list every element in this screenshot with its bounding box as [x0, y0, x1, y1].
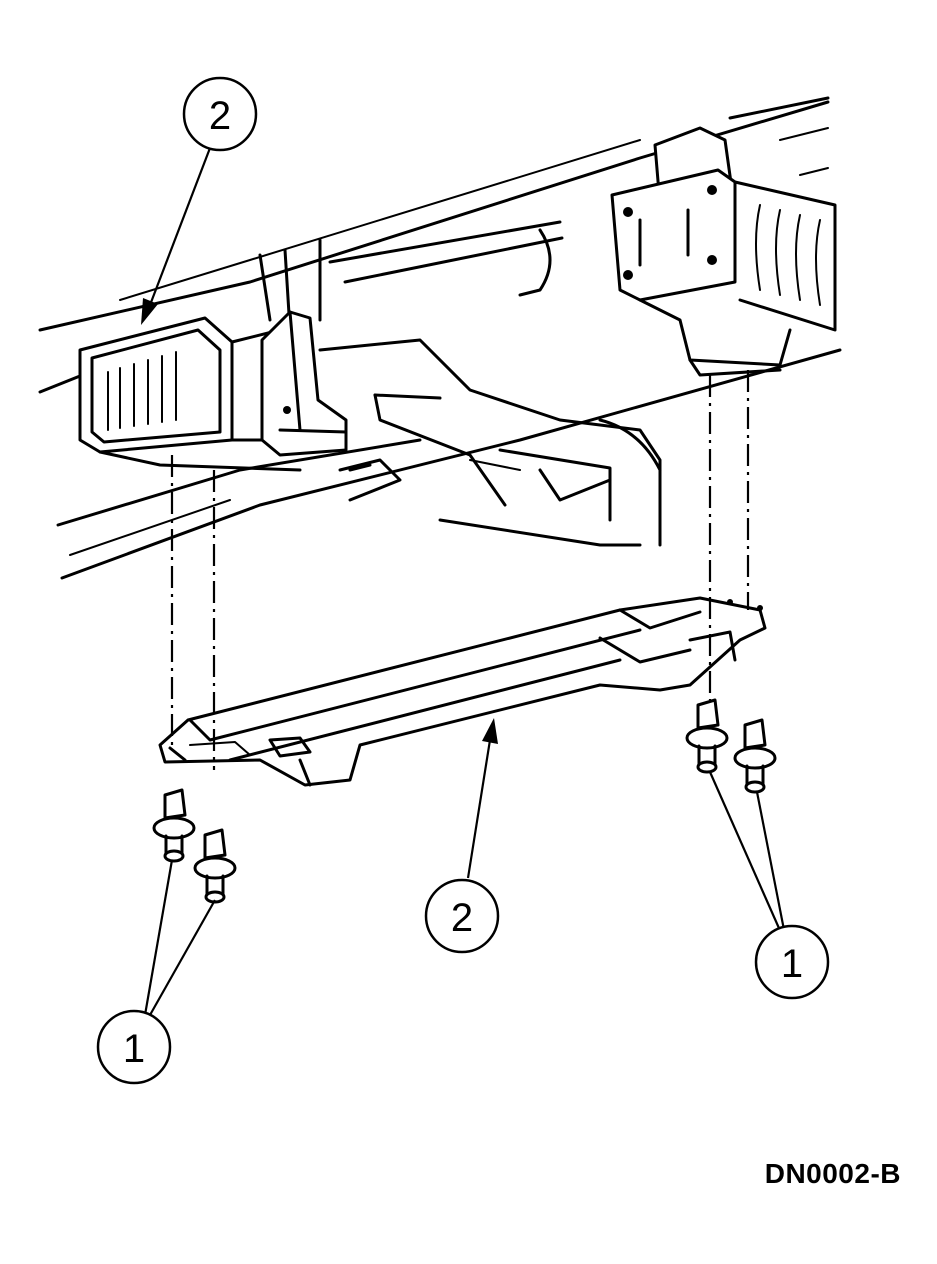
- figure-id-label: DN0002-B: [764, 1158, 901, 1189]
- left-frame-rail: [78, 238, 402, 502]
- fastener-right-1: [685, 698, 729, 774]
- alignment-lines: [170, 370, 750, 770]
- callout-upper-left: 2: [182, 76, 258, 152]
- callout-center: 2: [424, 878, 500, 954]
- fastener-right-2: [733, 718, 777, 794]
- callout-upper-left-number: 2: [209, 94, 231, 138]
- callout-leaders: [141, 147, 787, 1016]
- crossmember: [158, 596, 767, 787]
- right-frame-rail: [610, 126, 837, 377]
- fastener-left-2: [193, 828, 237, 904]
- callout-center-number: 2: [451, 896, 473, 940]
- fasteners: [152, 698, 777, 904]
- callout-lower-left: 1: [96, 1009, 172, 1085]
- callout-lower-right-number: 1: [781, 942, 803, 986]
- callout-lower-right: 1: [754, 924, 830, 1000]
- callout-lower-left-number: 1: [123, 1027, 145, 1071]
- fastener-left-1: [152, 788, 196, 863]
- vehicle-underbody: [38, 96, 842, 580]
